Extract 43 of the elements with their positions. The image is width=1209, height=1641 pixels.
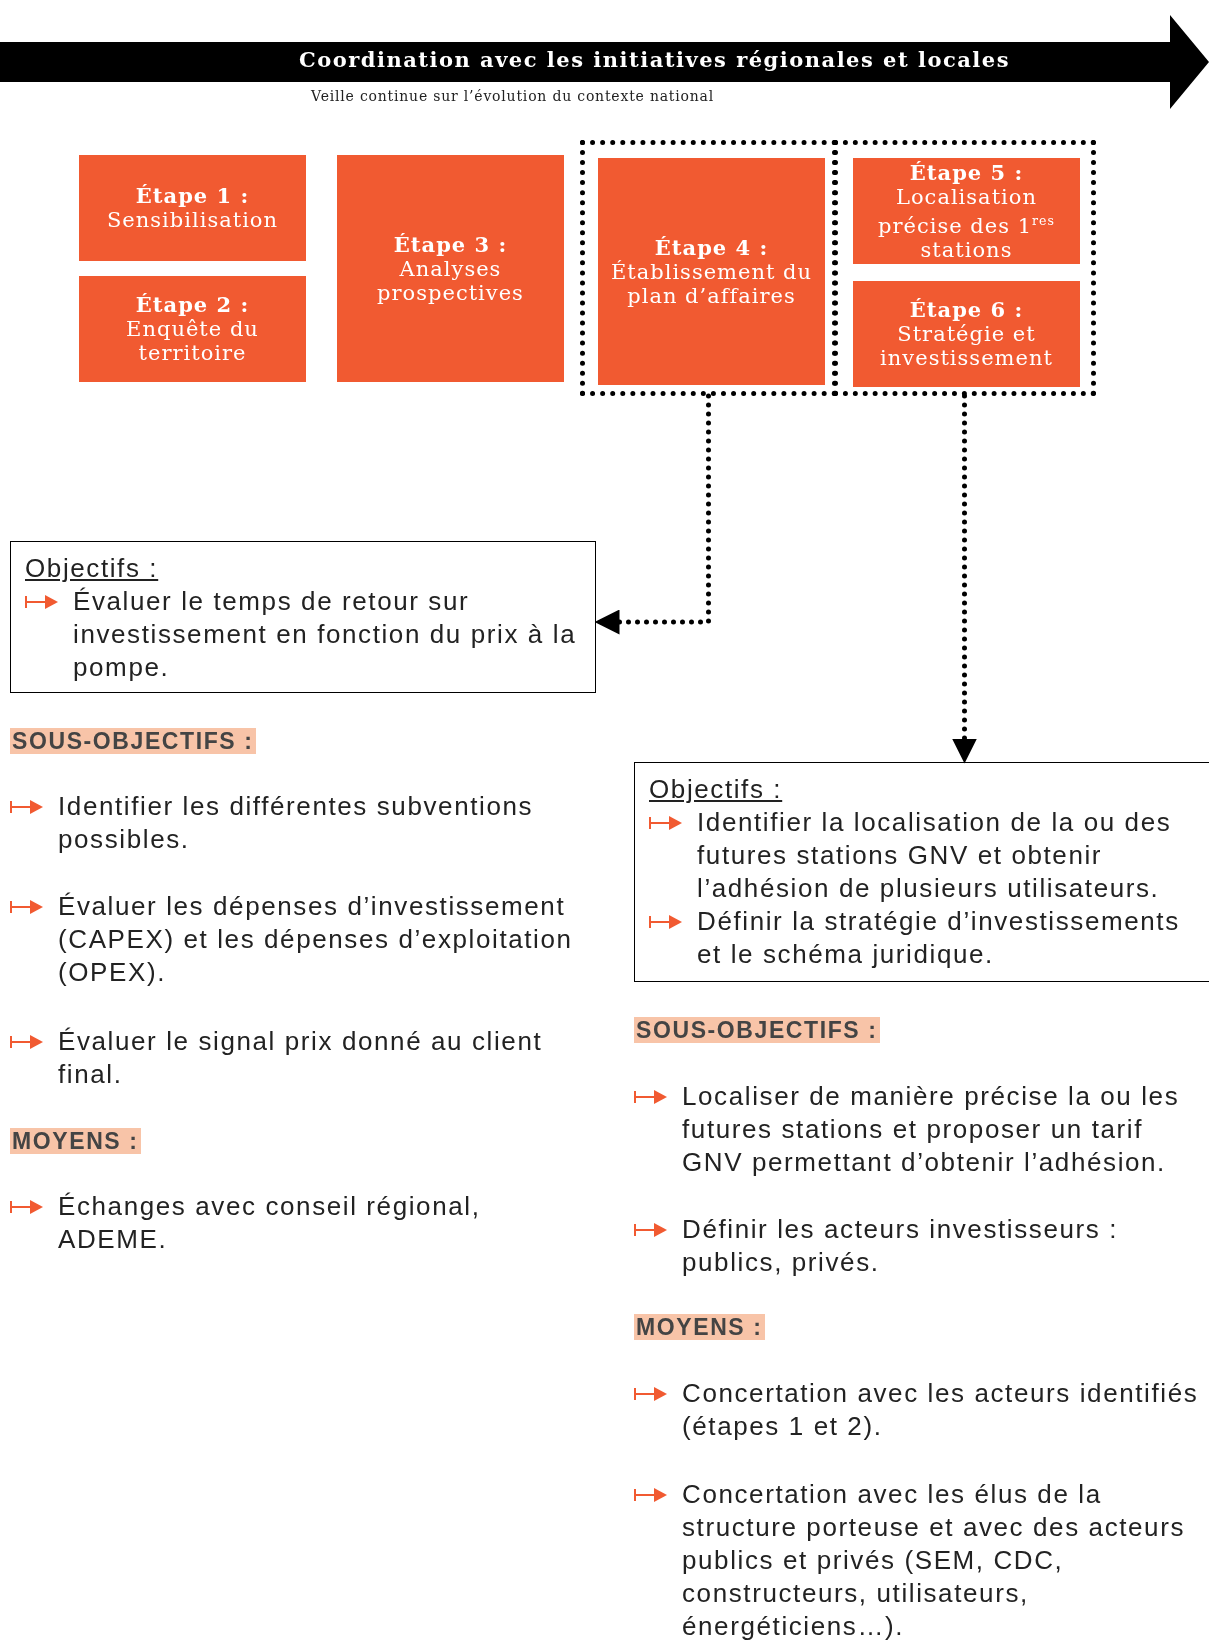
section-heading: SOUS-OBJECTIFS : bbox=[10, 728, 256, 754]
subtitle-text: Veille continue sur l’évolution du contexte national bbox=[311, 88, 715, 104]
section-heading: MOYENS : bbox=[10, 1128, 141, 1154]
banner-arrow bbox=[0, 15, 1209, 109]
banner-title: Coordination avec les initiatives régionales et locales bbox=[297, 47, 1012, 72]
objective-text: Évaluer le temps de retour sur investissement en fonction du prix à la pompe. bbox=[73, 586, 577, 682]
list-item-text: Évaluer le signal prix donné au client final. bbox=[58, 1026, 543, 1089]
connector-arrow bbox=[952, 393, 977, 764]
section-heading: SOUS-OBJECTIFS : bbox=[634, 1017, 880, 1043]
list-item-text: Identifier les différentes subventions possibles. bbox=[58, 791, 534, 854]
step-heading: Étape 6 : bbox=[909, 298, 1024, 322]
objectives-heading: Objectifs : bbox=[25, 552, 159, 585]
list-item-text: Concertation avec les élus de la structure porteuse et avec des acteurs publics et privés (SEM, CDC, constructeurs, utilisateurs, énergéticiens…). bbox=[682, 1479, 1186, 1641]
list-item-text: Concertation avec les acteurs identifiés (étapes 1 et 2). bbox=[682, 1378, 1199, 1441]
step-heading: Étape 5 : bbox=[909, 160, 1024, 185]
list-item-text: Évaluer les dépenses d’investissement (CAPEX) et les dépenses d’exploitation (OPEX). bbox=[58, 891, 573, 987]
objectives-box bbox=[634, 762, 1209, 982]
step-heading: Étape 1 : bbox=[135, 184, 250, 208]
step-text: Enquête du territoire bbox=[125, 317, 260, 365]
list-item-text: Définir les acteurs investisseurs : publics, privés. bbox=[682, 1214, 1119, 1277]
section-heading: MOYENS : bbox=[634, 1314, 765, 1340]
step-text: Analyses prospectives bbox=[376, 256, 525, 305]
connector-arrow bbox=[594, 393, 711, 635]
step-box bbox=[79, 155, 306, 261]
objective-text: Identifier la localisation de la ou des futures stations GNV et obtenir l’adhésion de plusieurs utilisateurs. bbox=[697, 807, 1172, 903]
step-text: Sensibilisation bbox=[106, 208, 278, 232]
step-text: Établissement du plan d’affaires bbox=[609, 259, 814, 308]
step-box bbox=[79, 276, 306, 382]
step-text: Stratégie et investissement bbox=[879, 322, 1054, 370]
step-heading: Étape 3 : bbox=[393, 232, 508, 257]
step-box bbox=[598, 158, 825, 385]
objective-text: Définir la stratégie d’investissements et le schéma juridique. bbox=[697, 906, 1180, 969]
step-heading: Étape 2 : bbox=[135, 293, 250, 317]
step-text: Localisation précise des 1$^{res}$ stations bbox=[877, 184, 1056, 262]
step-heading: Étape 4 : bbox=[654, 235, 769, 260]
objectives-box bbox=[10, 541, 596, 693]
dotted-frame bbox=[833, 140, 1096, 396]
objectives-heading: Objectifs : bbox=[649, 773, 783, 806]
list-item-text: Échanges avec conseil régional, ADEME. bbox=[58, 1191, 481, 1254]
step-box bbox=[853, 281, 1080, 387]
step-box bbox=[337, 155, 564, 382]
step-box bbox=[853, 158, 1080, 264]
list-item-text: Localiser de manière précise la ou les futures stations et proposer un tarif GNV permettant d’obtenir l’adhésion. bbox=[682, 1081, 1180, 1177]
